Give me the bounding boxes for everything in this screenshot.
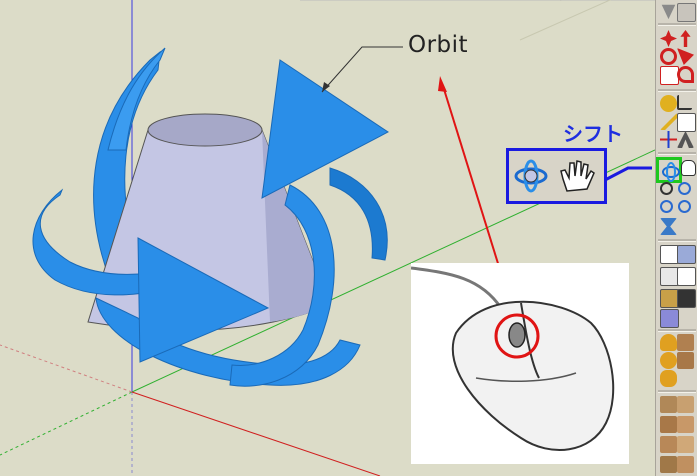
vertical-ribbon (229, 184, 335, 387)
terrain-alt-icon[interactable] (677, 416, 694, 433)
mouse-cable (410, 266, 503, 309)
zoom-tool-icon[interactable] (660, 182, 673, 195)
top-left-ribbon (107, 47, 166, 151)
push-pull-icon[interactable] (680, 30, 691, 47)
sandbox-contours-icon[interactable] (660, 334, 677, 351)
orbit-tool-icon[interactable] (656, 157, 682, 183)
3d-text-icon[interactable] (677, 131, 694, 148)
toolbar-separator (658, 152, 696, 155)
bottom-view-icon[interactable] (660, 309, 679, 328)
pointer-head (438, 76, 447, 92)
back-ribbon (93, 50, 161, 281)
axes-tool-icon[interactable] (660, 131, 677, 148)
green-axis-dashed (0, 391, 133, 456)
callout-connector (604, 166, 652, 182)
paint-bucket-icon[interactable] (677, 3, 696, 22)
sandbox-scratch-icon[interactable] (677, 334, 694, 351)
text-tool-icon[interactable] (677, 113, 696, 132)
cone-top (147, 113, 263, 147)
stamp-icon[interactable] (677, 352, 694, 369)
smoove-icon[interactable] (660, 352, 677, 369)
flip-edge-icon[interactable] (677, 396, 694, 413)
pan-tool-icon[interactable] (681, 160, 696, 176)
red-axis-dashed (0, 344, 133, 393)
orbit-leader (321, 46, 403, 93)
mouse-wheel (508, 322, 526, 348)
position-camera-icon[interactable] (660, 218, 677, 235)
drape-icon[interactable] (660, 370, 677, 387)
photo-match-icon[interactable] (660, 436, 677, 453)
terrain-icon[interactable] (660, 416, 677, 433)
previous-view-icon[interactable] (660, 200, 673, 213)
right-back-ribbon (329, 167, 388, 261)
toolbar-separator (658, 329, 696, 332)
shift-annotation: シフト (563, 122, 623, 146)
add-detail-icon[interactable] (660, 396, 677, 413)
protractor-icon[interactable] (660, 113, 677, 130)
offset-tool-icon[interactable] (677, 66, 694, 83)
toolbar-separator (658, 89, 696, 92)
follow-me-icon[interactable] (677, 48, 694, 65)
scene-canvas (0, 0, 655, 476)
select-tool-icon[interactable] (661, 4, 676, 20)
toolbar-separator (658, 23, 696, 26)
mouse-body (451, 300, 615, 451)
tool-palette (655, 0, 697, 476)
orbit-annotation: Orbit (408, 32, 469, 58)
orbit-icon (514, 159, 548, 193)
zoom-window-icon[interactable] (678, 182, 691, 195)
top-view-icon[interactable] (677, 245, 696, 264)
left-view-icon[interactable] (677, 289, 696, 308)
faint-line (519, 0, 612, 41)
mouse-palm (475, 372, 577, 382)
mouse-divider (520, 302, 540, 379)
photo-edit-icon[interactable] (677, 436, 694, 453)
red-axis (131, 391, 381, 476)
mouse-image (410, 266, 615, 451)
callout-icons (514, 159, 595, 193)
orbit-leader-head (322, 82, 330, 92)
toolbar-separator (658, 390, 696, 393)
tape-measure-icon[interactable] (660, 95, 677, 112)
extra-tool-2-icon[interactable] (677, 456, 694, 473)
dimension-icon[interactable] (677, 95, 692, 110)
wheel-highlight (494, 313, 540, 359)
zoom-extents-icon[interactable] (678, 200, 691, 213)
extra-tool-icon[interactable] (660, 456, 677, 473)
rotate-tool-icon[interactable] (660, 48, 677, 65)
toolbar-separator (658, 239, 696, 242)
pan-hand-icon (560, 160, 595, 192)
mouse-illustration (410, 263, 629, 464)
right-view-icon[interactable] (677, 267, 696, 286)
front-arrowhead (137, 237, 270, 363)
vertical-arrowhead (261, 59, 389, 199)
shift-callout-box (506, 148, 607, 204)
move-tool-icon[interactable] (660, 30, 677, 47)
3d-viewport[interactable]: Orbit シフト (0, 0, 655, 476)
